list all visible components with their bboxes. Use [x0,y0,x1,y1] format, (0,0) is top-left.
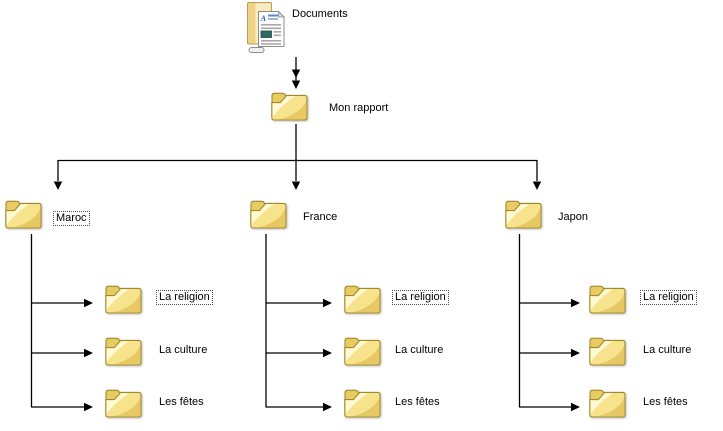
document-sheet: A [258,10,285,47]
child-label-france-culture: La culture [395,344,444,356]
folder-icon-japon-child-2 [587,333,628,370]
folder-icon-japon-child-3 [587,385,628,422]
child-label-maroc-religion: La religion [156,290,213,305]
child-label-maroc-culture: La culture [159,344,208,356]
child-label-japon-fetes: Les fêtes [643,396,688,408]
folder-icon-japon-child-1 [587,281,628,318]
branch-label-france: France [303,211,338,223]
folder-icon-report [269,88,310,125]
arrowheads [53,69,580,412]
child-label-japon-religion: La religion [640,290,697,305]
child-label-france-fetes: Les fêtes [395,396,440,408]
folder-icon-france-child-2 [342,333,383,370]
documents-icon: A [245,1,287,54]
report-label: Mon rapport [329,102,389,114]
folder-icon-france [248,196,289,233]
folder-icon-france-child-3 [342,385,383,422]
folder-icon-france-child-1 [342,281,383,318]
branch-label-japon: Japon [558,211,588,223]
folder-icon-maroc-child-1 [103,281,144,318]
folder-icon-maroc-child-3 [103,385,144,422]
child-label-japon-culture: La culture [643,344,692,356]
branch-label-maroc: Maroc [53,211,90,226]
svg-text:A: A [260,13,267,23]
folder-icon-maroc [3,196,44,233]
folder-icon-maroc-child-2 [103,333,144,370]
child-label-maroc-fetes: Les fêtes [159,396,204,408]
root-label: Documents [292,8,348,20]
folder-icon-japon [503,196,544,233]
child-label-france-religion: La religion [392,290,449,305]
